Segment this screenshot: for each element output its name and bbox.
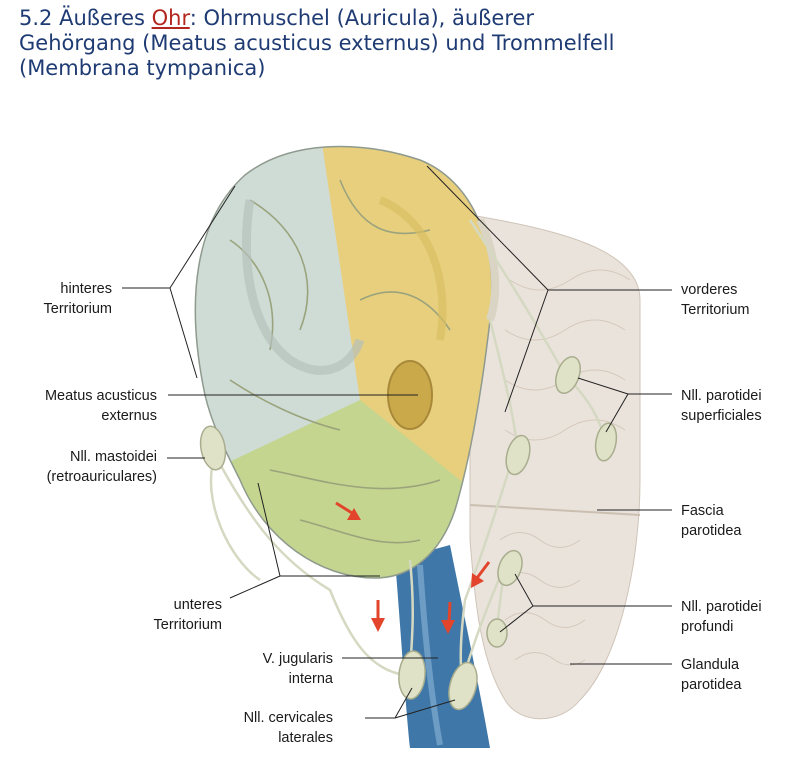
superficial-parotid-node-2	[594, 422, 618, 462]
auricle-outline	[194, 145, 493, 579]
helix-ridge	[241, 199, 365, 375]
superficial-parotid-node-3	[505, 434, 531, 476]
antihelix-ridge	[378, 196, 447, 341]
leader-lines	[122, 165, 672, 719]
figure-title: 5.2 Äußeres Ohr: Ohrmuschel (Auricula), …	[19, 6, 779, 81]
mastoid-lymph-node	[199, 425, 227, 471]
jugular-vein-highlight	[417, 564, 443, 746]
label-mastoid-nodes: Nll. mastoidei(retroauriculares)	[47, 449, 157, 485]
title-rest-line1: : Ohrmuschel (Auricula), äußerer	[189, 6, 535, 30]
ohr-link[interactable]: Ohr	[151, 6, 190, 30]
title-line3: (Membrana tympanica)	[19, 56, 266, 80]
title-prefix: 5.2 Äußeres	[19, 6, 152, 30]
cervical-lymph-node-1	[398, 650, 426, 700]
lymph-node-group	[199, 356, 618, 711]
auricle-edge-tissue	[476, 218, 500, 322]
anterior-territory	[320, 146, 492, 579]
deep-parotid-node-2	[486, 618, 508, 648]
cervical-lymph-node-2	[448, 661, 478, 711]
auricle-vessels	[229, 179, 451, 544]
title-line2: Gehörgang (Meatus acusticus externus) un…	[19, 31, 615, 55]
parotid-gland	[469, 214, 641, 720]
drainage-arrows	[335, 501, 491, 634]
superficial-parotid-node-1	[555, 356, 581, 394]
